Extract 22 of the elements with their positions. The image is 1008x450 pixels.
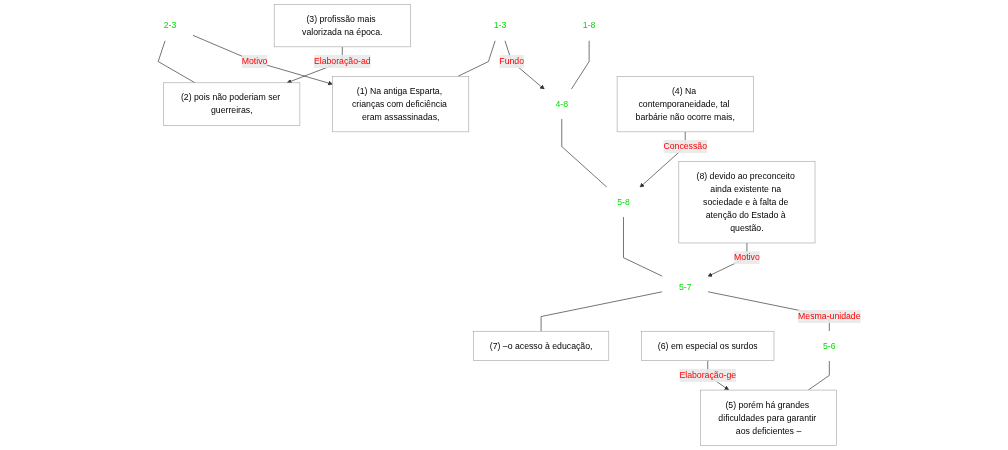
edge-label: Mesma-unidade <box>798 311 861 321</box>
node-box: (8) devido ao preconceito ainda existente na sociedade e à falta de atenção do Estado à questão. <box>678 161 816 244</box>
edge-label: Concessão <box>663 141 708 151</box>
edge-label: Motivo <box>241 56 268 66</box>
node-box: (2) pois não poderiam ser guerreiras, <box>163 82 301 126</box>
node-text: 5-6 <box>823 341 836 351</box>
node-text: 1-3 <box>493 20 507 30</box>
edge-label: Motivo <box>734 252 760 263</box>
node-box: (7) –o acesso à educação, <box>473 330 610 361</box>
node-box: (3) profissão mais valorizada na época. <box>273 4 411 48</box>
edge-label: Fundo <box>499 56 525 66</box>
node-text: 5-7 <box>678 282 692 292</box>
edge-label: Elaboração-ge <box>679 370 737 380</box>
node-text: 2-3 <box>163 20 177 30</box>
edge-label: Elaboração-ad <box>313 56 371 66</box>
node-box: (1) Na antiga Esparta, crianças com deficiência eram assassinadas, <box>332 76 470 133</box>
node-text: 5-8 <box>617 197 630 207</box>
node-text: 1-8 <box>582 20 596 30</box>
node-box: (4) Na contemporaneidade, tal barbárie não ocorre mais, <box>616 76 754 133</box>
node-text: 4-8 <box>555 99 569 109</box>
node-box: (6) em especial os surdos <box>641 330 775 361</box>
node-box: (5) porém há grandes dificuldades para garantir aos deficientes – <box>700 389 837 446</box>
